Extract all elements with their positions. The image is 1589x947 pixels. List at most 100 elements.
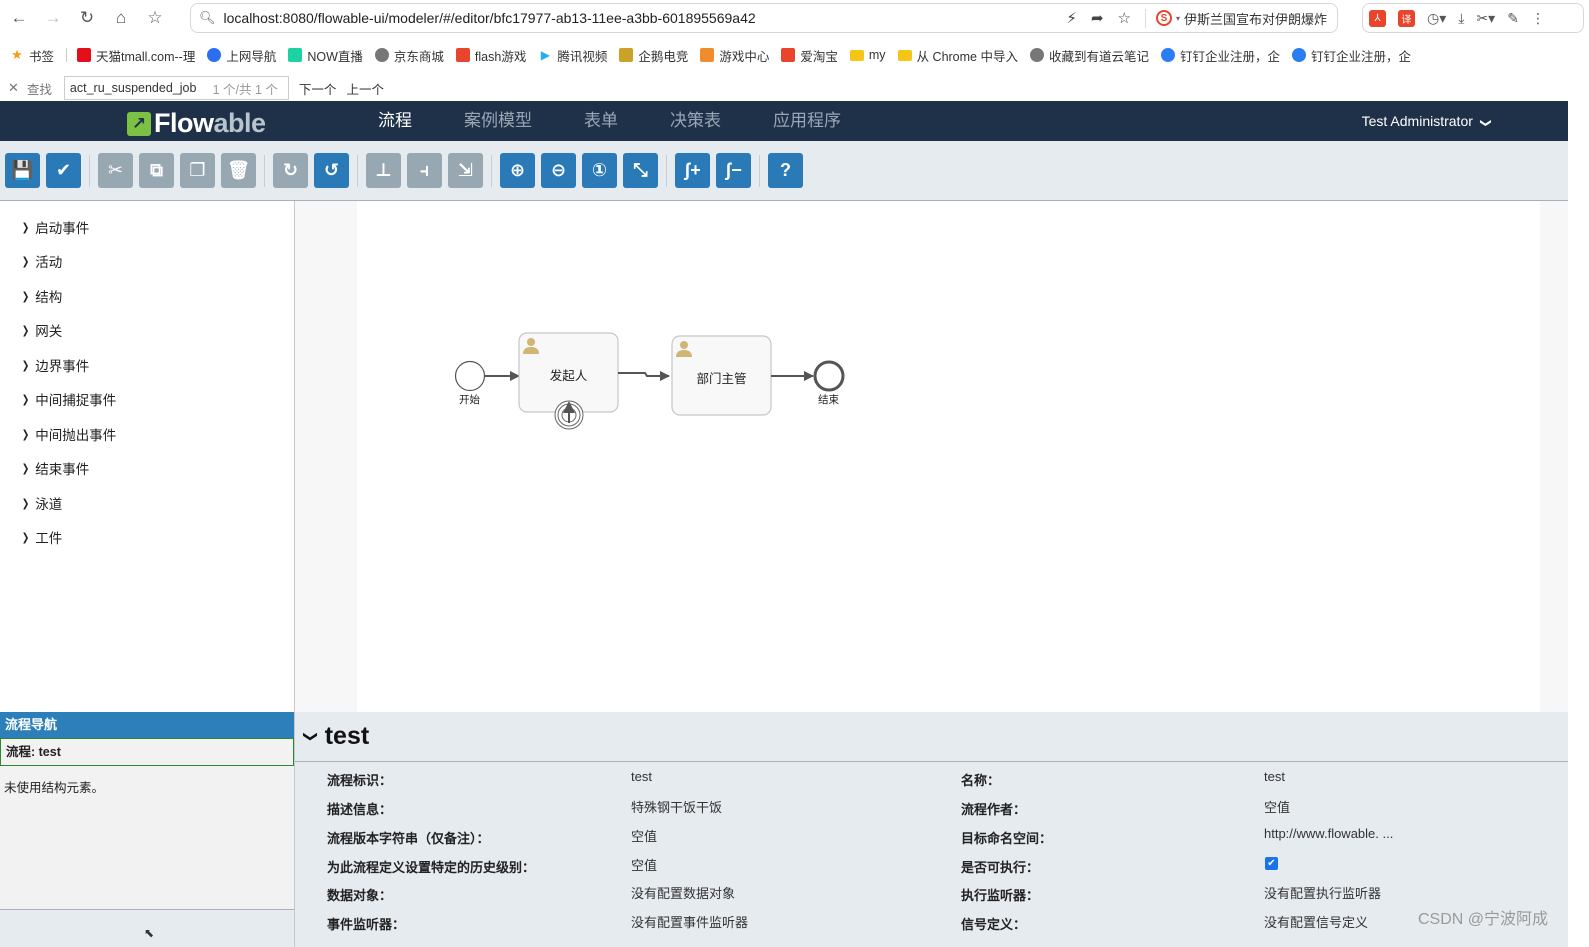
lightning-icon[interactable]: ⚡︎	[1066, 10, 1077, 27]
nav-case-models[interactable]: 案例模型	[464, 111, 532, 130]
pdf-extension-icon[interactable]: ⅄	[1369, 9, 1386, 27]
help-button[interactable]: ?	[768, 153, 803, 188]
bookmark-item[interactable]: my	[849, 48, 886, 62]
divider	[295, 761, 1568, 762]
align-horizontal-button[interactable]: ⊥	[366, 153, 401, 188]
diagram-canvas[interactable]: 开始 发起人 部门主管 结束	[357, 201, 1540, 712]
find-input[interactable]: act_ru_suspended_job 1 个/共 1 个	[63, 76, 289, 100]
prop-value-target-namespace[interactable]: http://www.flowable. ...	[1264, 826, 1394, 841]
process-navigator-item[interactable]: 流程: test	[0, 738, 294, 766]
zoom-in-button[interactable]: ⊕	[500, 153, 535, 188]
bookmark-label: 钉钉企业注册，企	[1179, 49, 1280, 64]
nav-forms[interactable]: 表单	[584, 111, 618, 130]
bookmark-item[interactable]: 爱淘宝	[781, 46, 838, 65]
end-event[interactable]	[813, 360, 845, 392]
bookmark-item[interactable]: 收藏到有道云笔记	[1029, 46, 1149, 65]
address-bar[interactable]: 🔍︎ localhost:8080/flowable-ui/modeler/#/…	[190, 3, 1338, 33]
prop-value-author[interactable]: 空值	[1264, 800, 1291, 815]
palette-label: 工件	[35, 531, 63, 546]
prop-value-event-listeners[interactable]: 没有配置事件监听器	[631, 915, 749, 930]
globe-icon	[374, 48, 389, 62]
zoom-actual-icon: ①	[591, 160, 608, 180]
bookmark-label: 游戏中心	[719, 49, 770, 64]
prop-value-execution-listeners[interactable]: 没有配置执行监听器	[1264, 886, 1382, 901]
start-event[interactable]	[454, 360, 486, 392]
download-icon[interactable]: ⤓	[1458, 9, 1465, 26]
user-menu[interactable]: Test Administrator ❯	[1362, 101, 1492, 141]
timer-boundary-event[interactable]	[554, 400, 584, 430]
bookmark-item[interactable]: 京东商城	[374, 46, 444, 65]
page-scrollbar[interactable]	[1568, 101, 1589, 947]
palette-group-artifacts[interactable]: ❯工件	[21, 527, 62, 547]
bookmark-item[interactable]: 企鹅电竞	[619, 46, 688, 65]
save-button[interactable]: 💾	[5, 153, 40, 188]
bookmark-item[interactable]: 从 Chrome 中导入	[897, 46, 1018, 65]
flowable-logo[interactable]: ↗ Flowable	[127, 108, 266, 139]
find-next-button[interactable]: 下一个	[298, 82, 337, 97]
back-button[interactable]: ←	[4, 3, 34, 33]
prop-value-data-objects[interactable]: 没有配置数据对象	[631, 886, 736, 901]
history-icon[interactable]: ◷▾	[1427, 9, 1447, 26]
bookmark-item[interactable]: 钉钉企业注册，企	[1292, 46, 1411, 65]
zoom-fit-button[interactable]: ⤡	[623, 153, 658, 188]
bookmark-item[interactable]: 游戏中心	[700, 46, 769, 65]
nav-decision-tables[interactable]: 决策表	[670, 111, 721, 130]
bookmark-item[interactable]: 上网导航	[207, 46, 276, 65]
bookmark-star-button[interactable]: ☆	[140, 3, 170, 33]
find-label: 查找	[26, 82, 52, 97]
nav-apps[interactable]: 应用程序	[773, 111, 841, 130]
palette-group-end-events[interactable]: ❯结束事件	[21, 458, 89, 478]
palette-group-start-events[interactable]: ❯启动事件	[21, 217, 89, 237]
add-bendpoint-button[interactable]: ʃ+	[675, 153, 710, 188]
paste-button[interactable]: ❐	[180, 153, 215, 188]
favorite-icon[interactable]: ☆	[1117, 10, 1131, 27]
bookmark-item[interactable]: NOW直播	[288, 46, 363, 65]
palette-group-throw-events[interactable]: ❯中间抛出事件	[21, 424, 116, 444]
prop-value-name[interactable]: test	[1264, 769, 1285, 784]
prop-value-description[interactable]: 特殊钢干饭干饭	[631, 800, 723, 815]
reload-button[interactable]: ↻	[72, 3, 102, 33]
home-button[interactable]: ⌂	[106, 3, 136, 33]
bookmark-item[interactable]: 天猫tmall.com--理	[77, 46, 195, 65]
bookmark-item[interactable]: ▶腾讯视频	[538, 46, 608, 65]
palette-group-activities[interactable]: ❯活动	[21, 251, 62, 271]
palette-group-gateways[interactable]: ❯网关	[21, 320, 62, 340]
news-ticker[interactable]: S ▾ 伊斯兰国宣布对伊朗爆炸	[1144, 8, 1327, 28]
forward-button[interactable]: →	[38, 3, 68, 33]
close-find-icon[interactable]: ✕	[8, 80, 19, 95]
align-vertical-button[interactable]: ⫞	[407, 153, 442, 188]
prop-value-version[interactable]: 空值	[631, 829, 658, 844]
validate-button[interactable]: ✔	[46, 153, 81, 188]
url-text[interactable]: localhost:8080/flowable-ui/modeler/#/edi…	[223, 10, 756, 26]
cut-button[interactable]: ✂	[98, 153, 133, 188]
executable-checkbox[interactable]: ✔	[1265, 857, 1278, 870]
sequence-flow[interactable]	[618, 371, 670, 381]
find-prev-button[interactable]: 上一个	[346, 82, 384, 97]
redo-button[interactable]: ↻	[273, 153, 308, 188]
same-size-button[interactable]: ⇲	[448, 153, 483, 188]
bookmark-item[interactable]: 钉钉企业注册，企	[1160, 46, 1280, 65]
zoom-actual-button[interactable]: ①	[582, 153, 617, 188]
translate-extension-icon[interactable]: 译	[1398, 9, 1415, 27]
palette-group-catch-events[interactable]: ❯中间捕捉事件	[21, 389, 116, 409]
properties-header[interactable]: ❯ test	[303, 722, 369, 751]
undo-button[interactable]: ↺	[314, 153, 349, 188]
nav-processes[interactable]: 流程	[360, 101, 430, 147]
prop-value-history-level[interactable]: 空值	[631, 858, 658, 873]
share-icon[interactable]: ➦	[1090, 10, 1104, 27]
remove-bendpoint-button[interactable]: ʃ−	[716, 153, 751, 188]
prop-label-event-listeners: 事件监听器：	[327, 917, 406, 932]
zoom-out-button[interactable]: ⊖	[541, 153, 576, 188]
palette-group-swimlanes[interactable]: ❯泳道	[21, 493, 62, 513]
delete-button[interactable]: 🗑	[221, 153, 256, 188]
bookmark-item[interactable]: flash游戏	[455, 46, 526, 65]
scissors-icon[interactable]: ✂▾	[1476, 9, 1496, 26]
more-menu-icon[interactable]: ⋮	[1530, 9, 1545, 26]
copy-button[interactable]: ⧉	[139, 153, 174, 188]
palette-group-boundary-events[interactable]: ❯边界事件	[21, 355, 89, 375]
palette-group-structural[interactable]: ❯结构	[21, 286, 62, 306]
prop-value-signal-definitions[interactable]: 没有配置信号定义	[1264, 915, 1369, 930]
pen-icon[interactable]: ✎	[1507, 9, 1519, 26]
prop-value-process-id[interactable]: test	[631, 769, 652, 784]
bookmark-item[interactable]: ★书签	[10, 46, 54, 65]
